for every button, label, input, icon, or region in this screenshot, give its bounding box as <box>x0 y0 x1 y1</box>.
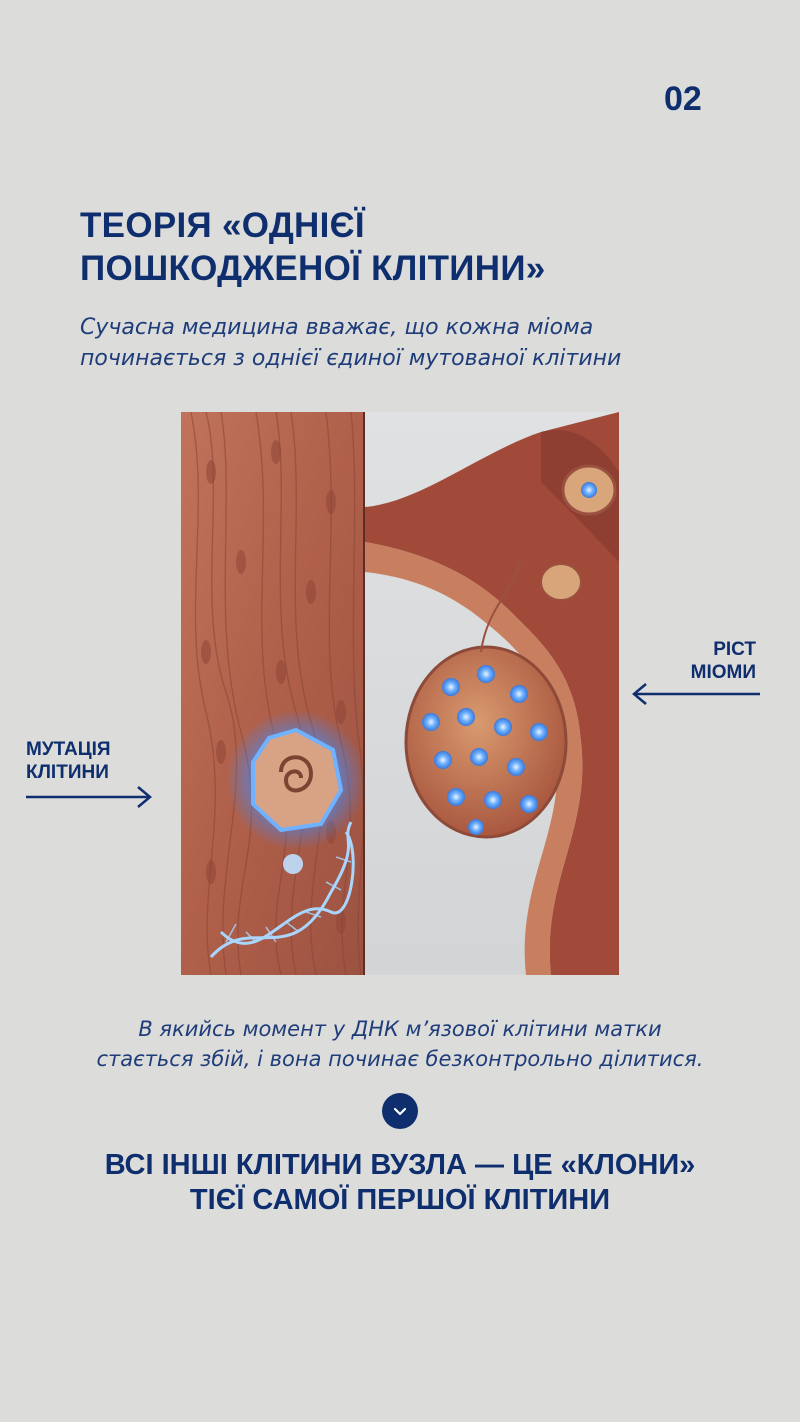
conclusion-line-2: ТІЄЇ САМОЇ ПЕРШОЇ КЛІТИНИ <box>189 1184 611 1216</box>
caption-line-2: стається збій, і вона починає безконтрол… <box>96 1047 704 1071</box>
title-line-1: ТЕОРІЯ «ОДНІЄЇ <box>80 206 365 245</box>
caption-line-1: В якийсь момент у ДНК м’язової клітини м… <box>138 1017 662 1041</box>
muscle-tissue-panel <box>181 412 366 975</box>
medical-illustration <box>181 412 619 975</box>
page-subtitle: Сучасна медицина вважає, що кожна міома … <box>80 312 740 374</box>
arrow-right-icon <box>26 786 152 808</box>
label-right-line-1: РІСТ <box>713 639 756 660</box>
conclusion-line-1: ВСІ ІНШІ КЛІТИНИ ВУЗЛА — ЦЕ «КЛОНИ» <box>104 1149 696 1181</box>
subtitle-line-1: Сучасна медицина вважає, що кожна міома <box>80 315 594 340</box>
cell-mutation-label: МУТАЦІЯ КЛІТИНИ <box>26 738 111 784</box>
page-title: ТЕОРІЯ «ОДНІЄЇ ПОШКОДЖЕНОЇ КЛІТИНИ» <box>80 204 720 290</box>
mutated-cell <box>251 727 344 833</box>
chevron-down-icon <box>382 1093 418 1129</box>
caption: В якийсь момент у ДНК м’язової клітини м… <box>40 1014 760 1074</box>
conclusion-heading: ВСІ ІНШІ КЛІТИНИ ВУЗЛА — ЦЕ «КЛОНИ» ТІЄЇ… <box>30 1148 770 1218</box>
subtitle-line-2: починається з однієї єдиної мутованої кл… <box>80 346 622 371</box>
fibroid-growth-label: РІСТ МІОМИ <box>691 638 756 684</box>
label-left-line-2: КЛІТИНИ <box>26 762 109 783</box>
label-left-line-1: МУТАЦІЯ <box>26 739 111 760</box>
arrow-left-icon <box>632 683 760 705</box>
title-line-2: ПОШКОДЖЕНОЇ КЛІТИНИ» <box>80 249 546 288</box>
dna-helix <box>209 821 355 958</box>
fibroid-growth-panel <box>365 412 619 975</box>
page-number: 02 <box>664 80 702 118</box>
label-right-line-2: МІОМИ <box>690 662 756 683</box>
